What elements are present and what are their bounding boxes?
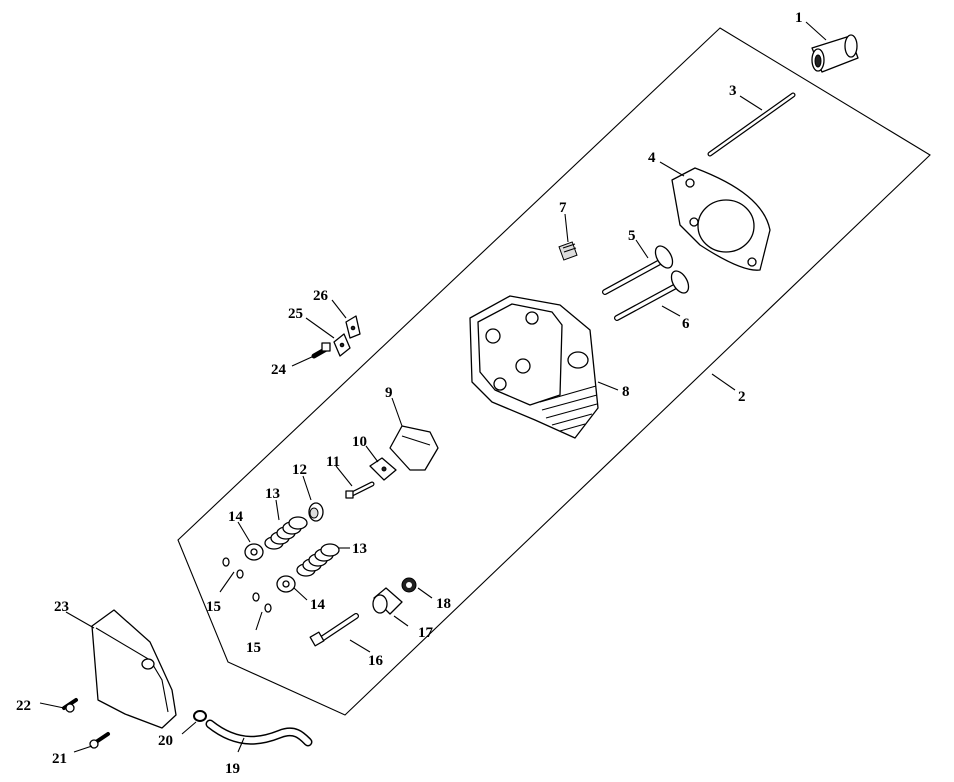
part-4-head-gasket[interactable]	[671, 167, 771, 271]
label-14b: 14	[310, 597, 326, 613]
part-13-valve-spring-lower[interactable]	[296, 543, 340, 577]
part-11-adjusting-screw[interactable]	[345, 481, 375, 499]
label-4: 4	[648, 150, 656, 166]
part-20-hose-clamp[interactable]	[193, 710, 207, 722]
part-18-washer[interactable]	[401, 577, 417, 593]
label-22: 22	[16, 698, 31, 714]
label-11: 11	[326, 454, 340, 470]
label-12: 12	[292, 462, 307, 478]
label-5: 5	[628, 228, 636, 244]
part-19-breather-hose[interactable]	[205, 719, 313, 747]
label-25: 25	[288, 306, 303, 322]
part-5-valve[interactable]	[602, 243, 676, 295]
label-6: 6	[682, 316, 690, 332]
part-15-keepers-lower[interactable]	[252, 592, 272, 613]
label-26: 26	[313, 288, 329, 304]
label-15b: 15	[246, 640, 261, 656]
assembly-outline	[177, 27, 931, 716]
part-14-spring-retainer-lower[interactable]	[276, 575, 296, 593]
part-24-fastener[interactable]	[311, 342, 331, 359]
part-7-nut[interactable]	[558, 241, 578, 261]
part-14-spring-retainer-upper[interactable]	[244, 543, 264, 561]
part-16-head-bolt[interactable]	[309, 613, 359, 647]
part-15-keepers-upper[interactable]	[222, 557, 244, 579]
part-22-screw[interactable]	[62, 698, 78, 713]
label-10: 10	[352, 434, 367, 450]
part-23-valve-cover[interactable]	[91, 609, 177, 729]
label-20: 20	[158, 733, 173, 749]
part-9-rocker-arm[interactable]	[389, 425, 439, 471]
label-13b: 13	[352, 541, 367, 557]
part-25-bracket[interactable]	[333, 333, 351, 357]
part-3-push-rod[interactable]	[707, 92, 796, 157]
label-3: 3	[729, 83, 737, 99]
part-21-screw[interactable]	[89, 732, 110, 749]
label-17: 17	[418, 625, 434, 641]
part-8-cylinder-head[interactable]	[469, 295, 599, 439]
label-16: 16	[368, 653, 384, 669]
label-8: 8	[622, 384, 630, 400]
label-13a: 13	[265, 486, 280, 502]
part-10-rocker-pivot[interactable]	[369, 457, 397, 481]
part-1-sleeve[interactable]	[811, 34, 859, 73]
label-7: 7	[559, 200, 567, 216]
part-13-valve-spring-upper[interactable]	[264, 516, 308, 550]
part-12-valve-cap[interactable]	[308, 502, 324, 522]
label-24: 24	[271, 362, 287, 378]
part-26-bracket[interactable]	[345, 315, 361, 339]
label-1: 1	[795, 10, 803, 26]
part-6-valve[interactable]	[614, 268, 692, 321]
label-15a: 15	[206, 599, 221, 615]
label-23: 23	[54, 599, 69, 615]
label-21: 21	[52, 751, 67, 767]
part-17-guide-sleeve[interactable]	[372, 587, 403, 615]
label-2: 2	[738, 389, 746, 405]
label-19: 19	[225, 761, 240, 777]
label-14a: 14	[228, 509, 244, 525]
leader-lines	[39, 21, 827, 753]
label-9: 9	[385, 385, 393, 401]
label-18: 18	[436, 596, 451, 612]
